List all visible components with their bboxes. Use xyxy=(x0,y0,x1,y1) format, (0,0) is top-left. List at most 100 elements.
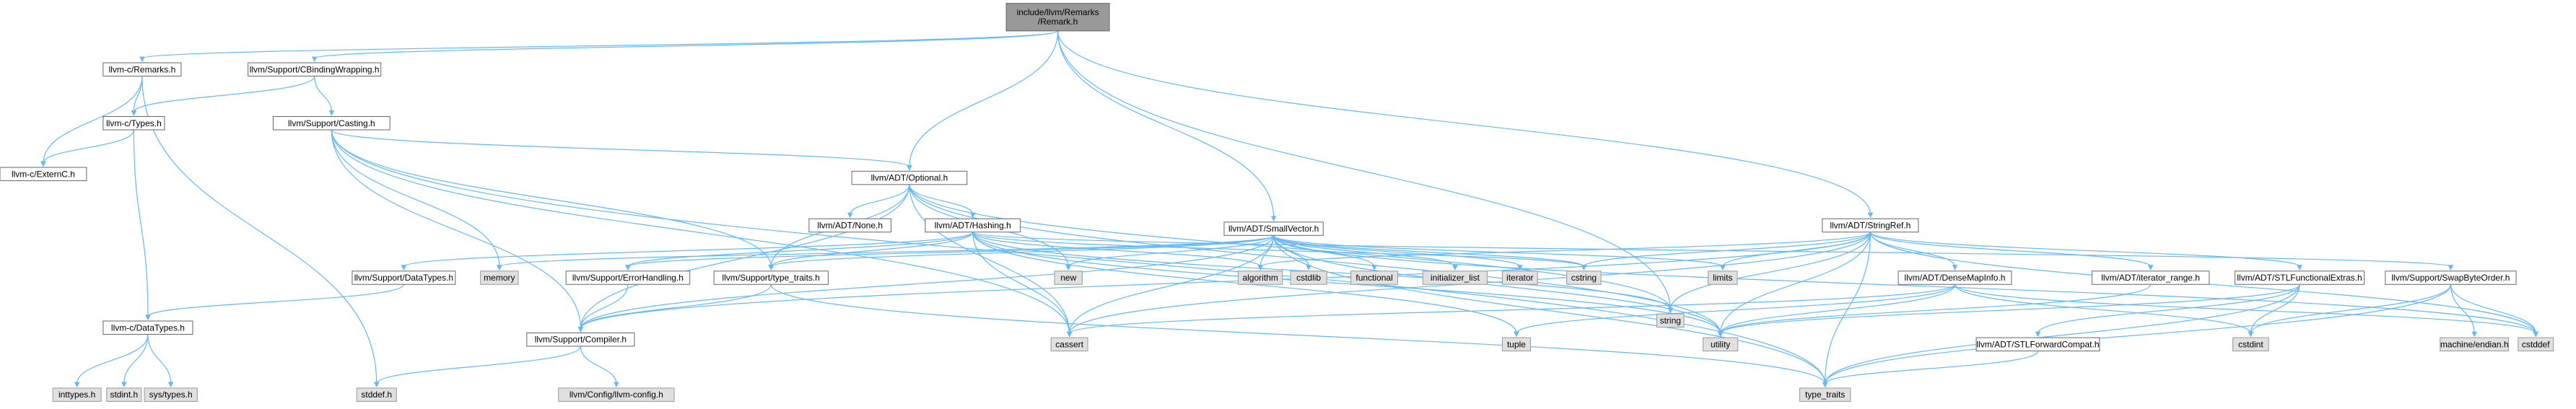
edge-stringref-to-cstring xyxy=(1581,232,1871,271)
node-llvmc-remarks[interactable]: llvm-c/Remarks.h xyxy=(102,62,182,76)
node-label: include/llvm/Remarks xyxy=(1017,7,1099,17)
node-label: initializer_list xyxy=(1431,273,1480,283)
node-typetraits-h[interactable]: llvm/Support/type_traits.h xyxy=(713,271,829,285)
node-label: cstdint xyxy=(2238,339,2263,349)
edge-densemapinfo-to-tuple xyxy=(1514,284,1956,338)
node-iterator-range[interactable]: llvm/ADT/iterator_range.h xyxy=(2091,271,2210,285)
node-label: llvm/ADT/StringRef.h xyxy=(1830,221,1911,231)
node-label: llvm/Support/DataTypes.h xyxy=(354,273,453,283)
node-cstdint: cstdint xyxy=(2232,337,2269,352)
edge-root-to-smallvector xyxy=(1057,30,1277,222)
edge-swapbyteorder-to-type_traits xyxy=(1822,284,2452,388)
node-label: llvm/ADT/DenseMapInfo.h xyxy=(1904,273,2005,283)
node-optional[interactable]: llvm/ADT/Optional.h xyxy=(851,170,968,185)
node-label: memory xyxy=(484,273,515,283)
edge-hashing-to-datatypes xyxy=(401,232,974,271)
edge-root-to-optional xyxy=(907,30,1059,171)
node-label: llvm-c/ExternC.h xyxy=(12,169,75,179)
node-utility: utility xyxy=(1703,337,1739,352)
node-stlfunctional[interactable]: llvm/ADT/STLFunctionalExtras.h xyxy=(2234,271,2365,285)
node-label: llvm-c/Remarks.h xyxy=(109,64,176,74)
edge-typetraits_h-to-type_traits xyxy=(770,284,1828,388)
node-cstddef: cstddef xyxy=(2518,337,2554,352)
node-label: llvm/Config/llvm-config.h xyxy=(569,390,663,400)
edge-stlfunctional-to-stlforward xyxy=(2035,284,2300,338)
node-label: llvm/Support/Casting.h xyxy=(288,118,375,128)
node-label: machine/endian.h xyxy=(2440,339,2509,349)
node-cstring: cstring xyxy=(1566,271,1602,285)
node-label: llvm/ADT/Hashing.h xyxy=(935,221,1011,231)
node-label: llvm/ADT/iterator_range.h xyxy=(2101,273,2200,283)
edge-smallvector-to-cstring xyxy=(1273,234,1587,271)
node-layer: include/llvm/Remarks/Remark.h llvm-c/Rema… xyxy=(0,3,2554,402)
node-label: stdint.h xyxy=(110,390,138,400)
node-label: llvm/Support/Compiler.h xyxy=(535,335,626,345)
node-algorithm: algorithm xyxy=(1237,271,1283,285)
node-initializer-list: initializer_list xyxy=(1422,271,1488,285)
node-label: cassert xyxy=(1055,339,1083,349)
node-label: iterator xyxy=(1506,273,1533,283)
edge-cbinding-to-casting xyxy=(314,76,335,116)
node-label: llvm/Support/CBindingWrapping.h xyxy=(250,64,380,74)
node-label: llvm/Support/type_traits.h xyxy=(722,273,820,283)
edge-datatypes-to-llvmc_datatypes xyxy=(145,283,404,321)
node-errorhandling[interactable]: llvm/Support/ErrorHandling.h xyxy=(565,271,691,285)
node-llvmconfig: llvm/Config/llvm-config.h xyxy=(558,387,675,402)
node-label: cstdlib xyxy=(1296,273,1321,283)
edge-llvmc_datatypes-to-systypes xyxy=(147,334,174,388)
edge-llvmc_remarks-to-types xyxy=(131,76,143,116)
edge-casting-to-optional xyxy=(331,129,912,171)
edge-casting-to-memory xyxy=(331,129,502,271)
node-cstdlib: cstdlib xyxy=(1290,271,1327,285)
node-externc[interactable]: llvm-c/ExternC.h xyxy=(0,167,87,182)
edge-swapbyteorder-to-cstddef xyxy=(2450,284,2539,338)
node-stringref[interactable]: llvm/ADT/StringRef.h xyxy=(1822,218,1919,233)
node-densemapinfo[interactable]: llvm/ADT/DenseMapInfo.h xyxy=(1898,271,2012,285)
edge-densemapinfo-to-cassert xyxy=(1066,283,1956,338)
edge-llvmc_datatypes-to-stdint xyxy=(121,334,149,388)
node-label: llvm/ADT/SmallVector.h xyxy=(1228,224,1319,234)
node-stlforward[interactable]: llvm/ADT/STLForwardCompat.h xyxy=(1975,337,2100,352)
edge-stlforward-to-type_traits xyxy=(1822,351,2039,388)
node-stdint: stdint.h xyxy=(106,387,142,402)
node-label: new xyxy=(1060,273,1076,283)
node-iterator: iterator xyxy=(1501,271,1538,285)
edge-casting-to-cassert xyxy=(331,129,1073,338)
edge-smallvector-to-initializer_list xyxy=(1273,235,1458,271)
node-swapbyteorder[interactable]: llvm/Support/SwapByteOrder.h xyxy=(2385,271,2517,285)
node-cbinding[interactable]: llvm/Support/CBindingWrapping.h xyxy=(248,62,382,76)
node-root[interactable]: include/llvm/Remarks/Remark.h xyxy=(1005,3,1110,32)
node-label: llvm-c/DataTypes.h xyxy=(111,322,185,333)
node-label: string xyxy=(1660,315,1681,325)
edge-typetraits_h-to-compiler xyxy=(577,284,772,333)
node-label: llvm/ADT/Optional.h xyxy=(871,173,948,183)
edge-stringref-to-stlfunctional xyxy=(1869,232,2302,271)
edge-smallvector-to-functional xyxy=(1273,235,1377,271)
edge-smallvector-to-iterator xyxy=(1273,235,1523,271)
node-compiler[interactable]: llvm/Support/Compiler.h xyxy=(526,333,635,347)
node-casting[interactable]: llvm/Support/Casting.h xyxy=(273,116,390,131)
edge-optional-to-none xyxy=(847,184,910,219)
edge-casting-to-typetraits_h xyxy=(331,129,774,271)
edge-stringref-to-limits xyxy=(1719,232,1871,271)
node-label: llvm/Support/ErrorHandling.h xyxy=(572,273,684,283)
node-label: llvm/Support/SwapByteOrder.h xyxy=(2391,273,2510,283)
node-datatypes[interactable]: llvm/Support/DataTypes.h xyxy=(352,271,456,285)
edge-smallvector-to-errorhandling xyxy=(625,234,1275,271)
node-tuple: tuple xyxy=(1501,337,1531,352)
node-types[interactable]: llvm-c/Types.h xyxy=(102,116,165,131)
edge-llvmc_datatypes-to-inttypes xyxy=(74,334,149,388)
node-none[interactable]: llvm/ADT/None.h xyxy=(808,218,892,233)
edge-root-to-llvmc_remarks xyxy=(139,30,1059,63)
node-stddef: stddef.h xyxy=(356,387,397,402)
node-hashing[interactable]: llvm/ADT/Hashing.h xyxy=(925,218,1021,233)
edge-smallvector-to-new xyxy=(1065,235,1275,271)
edge-smallvector-to-memory xyxy=(497,234,1275,271)
node-inttypes: inttypes.h xyxy=(52,387,102,402)
node-label: limits xyxy=(1713,273,1732,283)
node-smallvector[interactable]: llvm/ADT/SmallVector.h xyxy=(1223,221,1324,236)
node-new: new xyxy=(1054,271,1083,285)
edge-swapbyteorder-to-machine_endian xyxy=(2450,284,2478,338)
node-llvmc-datatypes[interactable]: llvm-c/DataTypes.h xyxy=(102,320,193,335)
